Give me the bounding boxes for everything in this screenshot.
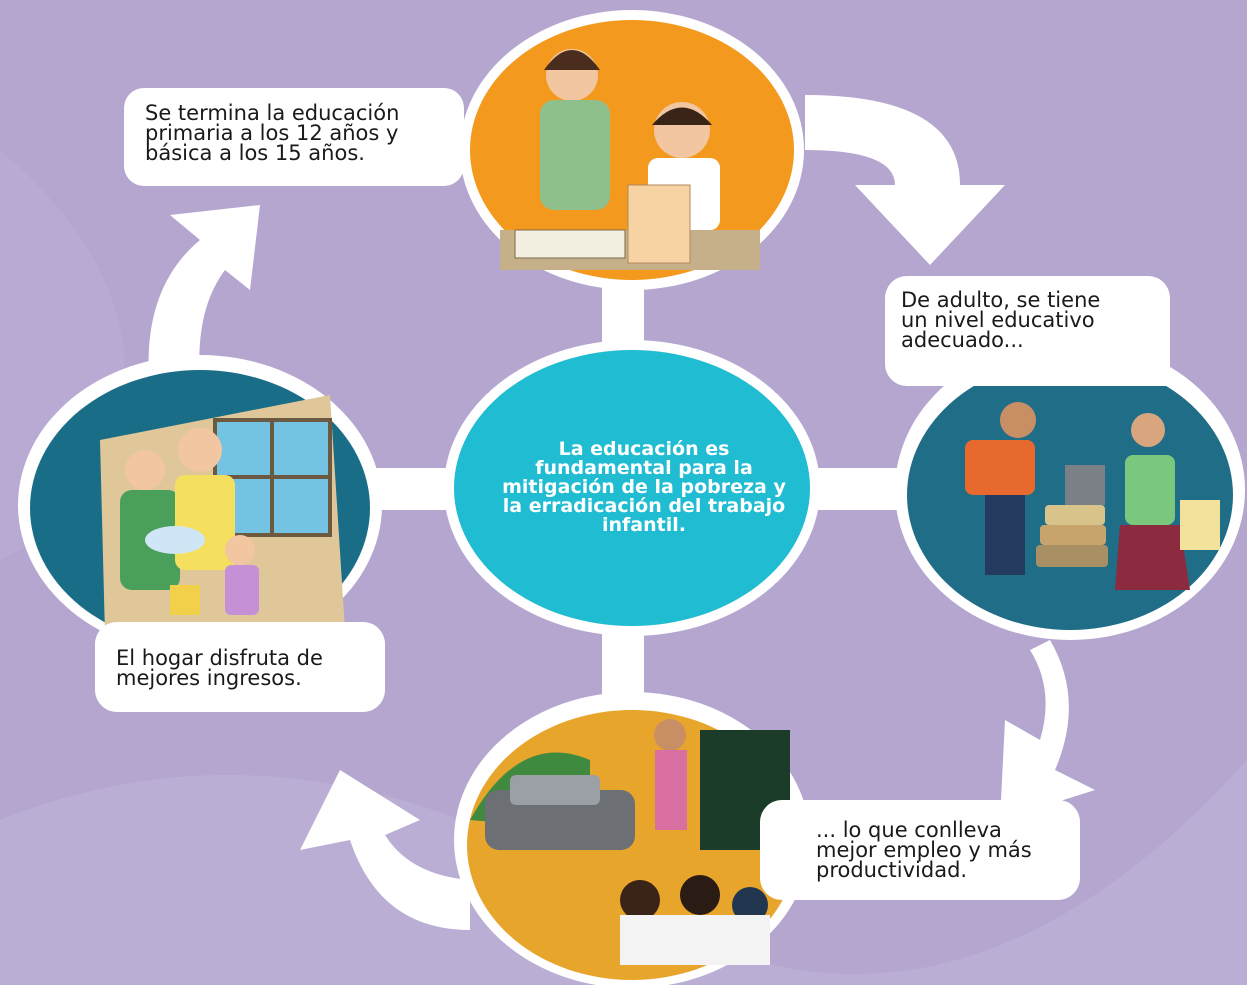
- work-scene: [907, 360, 1233, 630]
- arrow-icon: [300, 770, 470, 930]
- background-wave: [0, 760, 1247, 985]
- step-line: mejor empleo y más: [816, 838, 1032, 862]
- study-scene: [470, 20, 794, 280]
- step-line: productividad.: [816, 858, 968, 882]
- step-line: Se termina la educación: [145, 101, 400, 125]
- step-box-education: Se termina la educación primaria a los 1…: [124, 88, 464, 186]
- step-line: El hogar disfruta de: [116, 646, 323, 670]
- step-line: ... lo que conlleva: [816, 818, 1002, 842]
- arrow-icon: [805, 95, 1005, 265]
- step-line: mejores ingresos.: [116, 666, 302, 690]
- arrow-icon: [1000, 640, 1095, 820]
- family-scene: [30, 370, 370, 646]
- step-line: De adulto, se tiene: [901, 288, 1101, 312]
- step-line: básica a los 15 años.: [145, 141, 365, 165]
- center-line: mitigación de la pobreza y: [502, 476, 786, 498]
- arrow-icon: [148, 205, 260, 390]
- step-box-adult-education: De adulto, se tiene un nivel educativo a…: [885, 276, 1170, 386]
- center-message: La educación es fundamental para la miti…: [448, 440, 840, 535]
- step-box-household: El hogar disfruta de mejores ingresos.: [95, 622, 385, 712]
- center-line: La educación es: [558, 438, 730, 460]
- center-line: fundamental para la: [535, 457, 753, 479]
- step-line: un nivel educativo: [901, 308, 1095, 332]
- center-circle: [454, 350, 810, 626]
- step-box-productivity: ... lo que conlleva mejor empleo y más p…: [760, 800, 1080, 900]
- center-line: infantil.: [602, 514, 686, 536]
- productivity-scene: [467, 710, 797, 980]
- step-line: primaria a los 12 años y: [145, 121, 399, 145]
- step-line: adecuado...: [901, 328, 1024, 352]
- center-line: la erradicación del trabajo: [502, 495, 786, 517]
